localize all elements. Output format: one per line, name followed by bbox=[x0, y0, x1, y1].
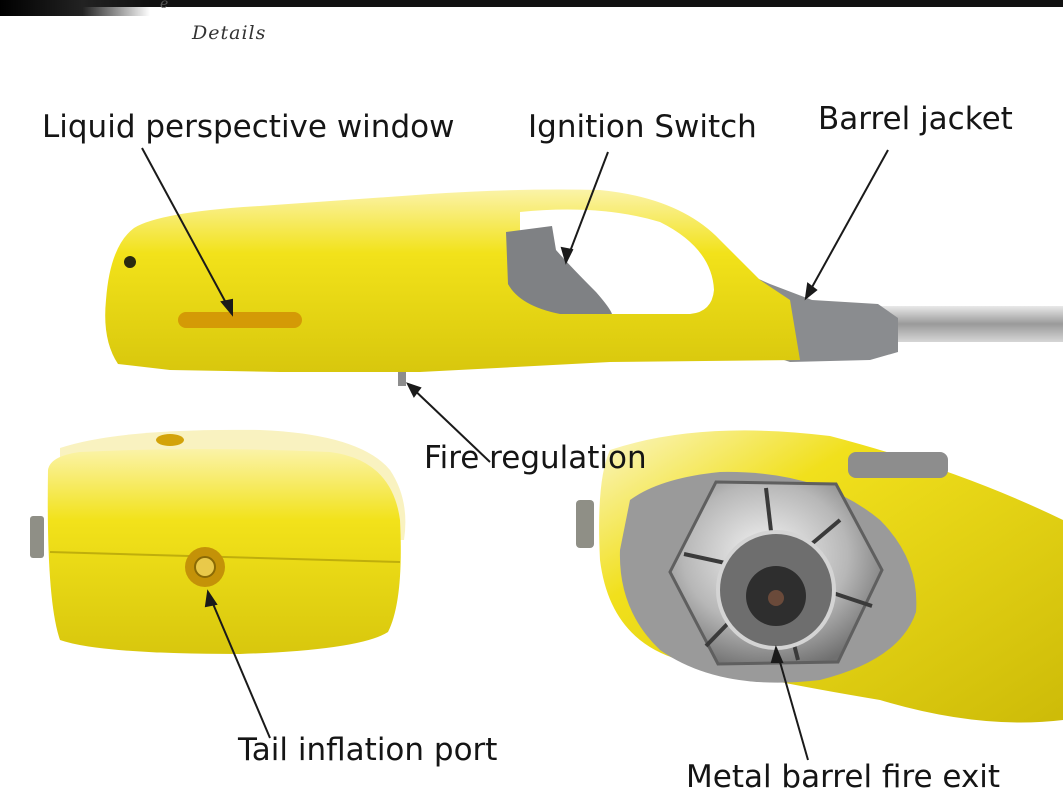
lighter-nozzle-view bbox=[576, 430, 1063, 723]
nozzle-left-knob bbox=[576, 500, 594, 548]
label-ignition-switch: Ignition Switch bbox=[528, 109, 757, 145]
top-cropped-text: e bbox=[160, 0, 169, 12]
tail-seam bbox=[49, 551, 401, 563]
arrow-barrel bbox=[804, 282, 818, 301]
pointer-barrel bbox=[805, 149, 889, 299]
arrow-liquid bbox=[220, 298, 233, 317]
top-left-smudge bbox=[0, 0, 150, 16]
label-fire-regulation: Fire regulation bbox=[424, 440, 647, 476]
nozzle-side-knob bbox=[848, 452, 948, 478]
label-metal-barrel-fire-exit: Metal barrel fire exit bbox=[686, 759, 1001, 795]
pointer-lines bbox=[141, 147, 889, 761]
label-barrel-jacket: Barrel jacket bbox=[818, 101, 1013, 137]
pointer-fire-regulation bbox=[407, 383, 491, 463]
pointer-tail bbox=[207, 591, 271, 739]
arrow-metal bbox=[770, 645, 784, 663]
top-border-bar bbox=[0, 0, 1063, 7]
details-heading: Details bbox=[192, 22, 267, 44]
tail-side-knob bbox=[30, 516, 44, 558]
arrow-tail bbox=[204, 589, 218, 608]
pointer-metal bbox=[775, 647, 809, 761]
arrow-fire-regulation bbox=[406, 382, 422, 398]
tail-top-hole bbox=[156, 434, 184, 446]
pointer-liquid bbox=[141, 147, 233, 315]
arrow-ignition bbox=[560, 246, 574, 265]
tail-port-inner bbox=[194, 556, 216, 578]
fire-exit-center bbox=[768, 590, 784, 606]
label-tail-inflation-port: Tail inflation port bbox=[238, 732, 498, 768]
tail-body bbox=[47, 449, 401, 654]
label-liquid-window: Liquid perspective window bbox=[42, 109, 455, 145]
pointer-ignition bbox=[565, 151, 609, 263]
fire-regulation-knob bbox=[398, 372, 406, 386]
lighter-side-view bbox=[105, 189, 1063, 386]
ignition-trigger bbox=[506, 226, 612, 314]
hang-hole bbox=[124, 256, 136, 268]
lighter-tail-view bbox=[30, 429, 406, 654]
liquid-window bbox=[178, 312, 302, 328]
metal-barrel bbox=[880, 306, 1063, 342]
